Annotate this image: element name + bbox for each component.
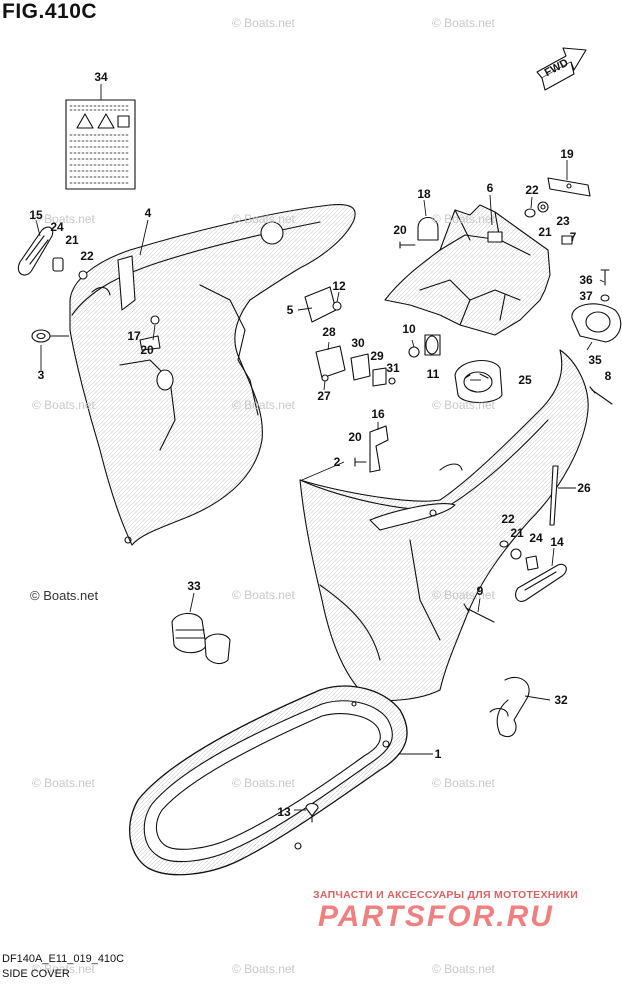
caution-label-part	[65, 99, 136, 190]
watermark-text: © Boats.net	[232, 588, 295, 602]
callout-10: 10	[402, 322, 416, 336]
callout-26: 26	[577, 481, 591, 495]
callout-19: 19	[560, 147, 574, 161]
handle-right-part	[515, 563, 567, 602]
callout-23: 23	[556, 214, 570, 228]
callout-30: 30	[351, 336, 365, 350]
watermark-text: © Boats.net	[232, 16, 295, 30]
watermark-text: © Boats.net	[32, 962, 95, 976]
callout-18: 18	[417, 187, 431, 201]
figure-name: SIDE COVER	[2, 968, 70, 980]
cable-grommet-part	[171, 612, 231, 665]
callout-35: 35	[588, 353, 602, 367]
watermark-text: © Boats.net	[432, 212, 495, 226]
callout-22: 22	[525, 183, 539, 197]
callout-12: 12	[332, 279, 346, 293]
callout-21: 21	[65, 233, 79, 247]
upper-side-cover-left	[69, 204, 356, 546]
figure-title: FIG.410C	[2, 0, 98, 23]
switch-parts	[315, 345, 396, 387]
callout-22: 22	[80, 249, 94, 263]
callout-17: 17	[127, 329, 141, 343]
watermark-text: © Boats.net	[432, 398, 495, 412]
callout-20: 20	[140, 343, 154, 357]
callout-25: 25	[518, 373, 532, 387]
callout-8: 8	[604, 369, 612, 383]
callout-24: 24	[50, 220, 64, 234]
shop-logo: PARTSFOR.RU	[318, 900, 554, 933]
callout-14: 14	[550, 535, 564, 549]
rubber-grommet-part	[454, 360, 503, 404]
callout-31: 31	[386, 361, 400, 375]
fwd-arrow-icon	[536, 47, 587, 91]
callout-9: 9	[476, 584, 484, 598]
callout-36: 36	[579, 273, 593, 287]
callout-22: 22	[501, 512, 515, 526]
collar-part	[571, 303, 622, 343]
callout-6: 6	[486, 181, 494, 195]
watermark-text-strong: © Boats.net	[30, 588, 99, 603]
callout-21: 21	[538, 225, 552, 239]
callout-32: 32	[554, 693, 568, 707]
callout-16: 16	[371, 407, 385, 421]
watermark-text: © Boats.net	[32, 776, 95, 790]
grommet-part	[31, 329, 51, 343]
watermark-text: © Boats.net	[232, 212, 295, 226]
watermark-text: © Boats.net	[432, 962, 495, 976]
callout-20: 20	[393, 223, 407, 237]
callout-4: 4	[144, 206, 152, 220]
callout-5: 5	[286, 303, 294, 317]
callout-15: 15	[29, 208, 43, 222]
figure-code: DF140A_E11_019_410C	[2, 953, 125, 965]
watermark-text: © Boats.net	[432, 588, 495, 602]
shop-tagline: ЗАПЧАСТИ И АКСЕССУАРЫ ДЛЯ МОТОТЕХНИКИ	[313, 889, 579, 901]
callout-11: 11	[426, 367, 440, 381]
lower-side-cover-right	[299, 349, 589, 702]
bracket-assembly	[384, 204, 551, 336]
callout-20: 20	[348, 430, 362, 444]
callout-21: 21	[510, 526, 524, 540]
callout-33: 33	[187, 579, 201, 593]
watermark-text: © Boats.net	[232, 962, 295, 976]
handle-left-part	[17, 226, 88, 280]
callout-24: 24	[529, 531, 543, 545]
callout-2: 2	[333, 455, 341, 469]
callout-27: 27	[317, 389, 331, 403]
callout-37: 37	[579, 289, 593, 303]
plate-part	[547, 177, 591, 197]
callout-29: 29	[370, 349, 384, 363]
watermark-text: © Boats.net	[232, 776, 295, 790]
callout-3: 3	[37, 368, 45, 382]
watermark-text: © Boats.net	[32, 398, 95, 412]
callout-28: 28	[322, 325, 336, 339]
callout-13: 13	[277, 805, 291, 819]
watermark-text: © Boats.net	[432, 776, 495, 790]
hose-clip-part	[489, 676, 530, 738]
watermark-text: © Boats.net	[432, 16, 495, 30]
seal-ring-part	[129, 685, 408, 876]
callout-1: 1	[434, 747, 442, 761]
watermark-text: © Boats.net	[32, 212, 95, 226]
callout-34: 34	[94, 70, 108, 84]
callout-7: 7	[569, 230, 577, 244]
watermark-text: © Boats.net	[232, 398, 295, 412]
